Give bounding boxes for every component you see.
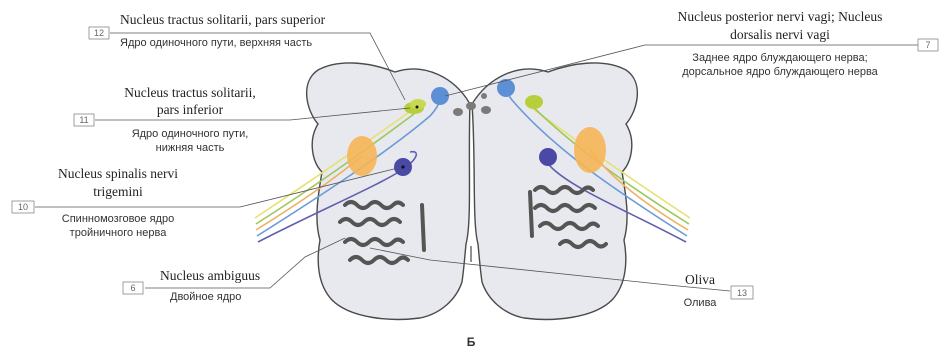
- label-7-russian-line2: дорсальное ядро блуждающего нерва: [682, 66, 878, 78]
- label-7-number: 7: [925, 40, 930, 50]
- label-11-russian-line2: нижняя часть: [156, 142, 225, 154]
- ventricle-bump-right: [481, 106, 491, 114]
- ambiguus-dot-left: [401, 165, 404, 168]
- label-6-russian: Двойное ядро: [170, 291, 241, 303]
- ventricle-bump-center: [466, 102, 476, 110]
- spinal-trigeminal-nucleus-left: [347, 136, 377, 176]
- label-6-number: 6: [130, 283, 135, 293]
- ventricle-dot: [481, 93, 487, 99]
- ventricle-bump-left: [453, 108, 463, 116]
- label-11-latin-line1: Nucleus tractus solitarii,: [124, 85, 256, 100]
- solitary-dot-left: [416, 106, 419, 109]
- label-7: 7 Nucleus posterior nervi vagi; Nucleus …: [678, 9, 938, 78]
- label-6: 6 Nucleus ambiguus Двойное ядро: [123, 268, 260, 303]
- label-11-russian-line1: Ядро одиночного пути,: [132, 128, 249, 140]
- label-7-latin-line2: dorsalis nervi vagi: [730, 27, 830, 42]
- label-10-russian-line2: тройничного нерва: [70, 227, 168, 239]
- label-10: 10 Nucleus spinalis nervi trigemini Спин…: [12, 166, 178, 239]
- label-12: 12 Nucleus tractus solitarii, pars super…: [89, 12, 326, 49]
- label-7-latin-line1: Nucleus posterior nervi vagi; Nucleus: [678, 9, 883, 24]
- figure-label: Б: [467, 335, 476, 349]
- label-11-latin-line2: pars inferior: [157, 102, 224, 117]
- spinal-trigeminal-nucleus-right: [574, 127, 606, 173]
- label-12-number: 12: [94, 28, 104, 38]
- label-10-latin-line1: Nucleus spinalis nervi: [58, 166, 178, 181]
- label-13-number: 13: [737, 288, 747, 298]
- label-13: 13 Oliva Олива: [684, 272, 753, 309]
- label-12-latin: Nucleus tractus solitarii, pars superior: [120, 12, 326, 27]
- ambiguus-nucleus-right: [539, 148, 557, 166]
- label-11: 11 Nucleus tractus solitarii, pars infer…: [74, 85, 256, 154]
- label-10-number: 10: [18, 202, 28, 212]
- label-12-russian: Ядро одиночного пути, верхняя часть: [120, 37, 312, 49]
- label-10-latin-line2: trigemini: [93, 184, 143, 199]
- label-13-russian: Олива: [684, 297, 718, 309]
- label-10-russian-line1: Спинномозговое ядро: [62, 213, 174, 225]
- label-13-latin: Oliva: [685, 272, 715, 287]
- label-7-russian-line1: Заднее ядро блуждающего нерва;: [692, 52, 867, 64]
- solitary-nucleus-right: [525, 95, 543, 109]
- medulla-section: [307, 63, 638, 320]
- label-6-latin: Nucleus ambiguus: [160, 268, 260, 283]
- label-11-number: 11: [79, 115, 88, 125]
